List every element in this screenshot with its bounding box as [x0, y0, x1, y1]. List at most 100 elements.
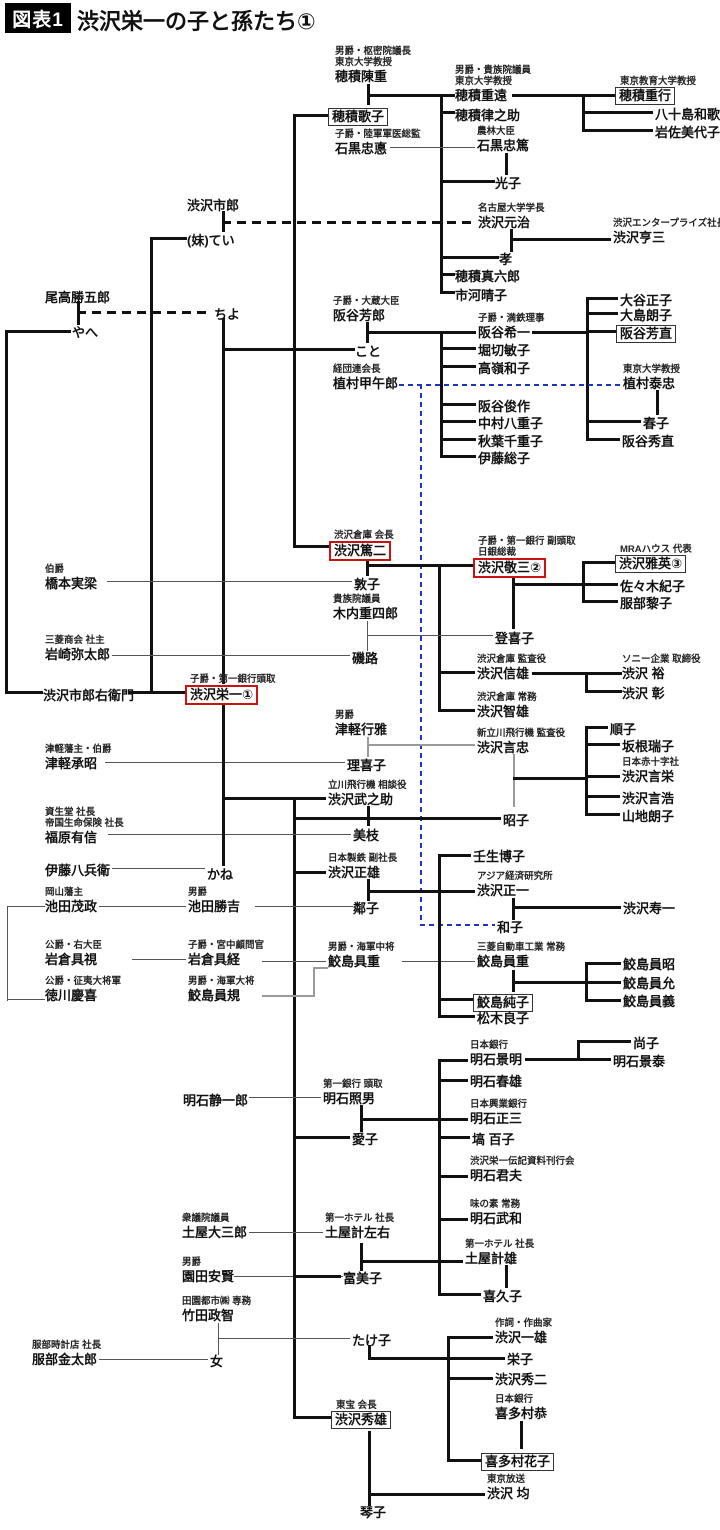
person-name: 渋沢秀雄 [331, 1411, 392, 1429]
person-node: 男爵・枢密院議長東京大学教授穂積陳重 [335, 46, 411, 86]
person-name: 大島朗子 [620, 308, 673, 323]
person-name: 阪谷俊作 [478, 399, 531, 414]
person-node: 服部時計店 社長服部金太郎 [32, 1340, 101, 1369]
person-name: 富美子 [343, 1271, 383, 1286]
person-node: 孝 [499, 251, 512, 269]
person-node: 松木良子 [477, 1010, 529, 1028]
family-line [367, 890, 475, 893]
person-node: ソニー企業 取締役渋沢 裕 [622, 654, 701, 683]
family-line [582, 583, 618, 586]
person-title: 津軽藩主・伯爵 [45, 744, 112, 755]
person-node: 喜多村花子 [481, 1453, 555, 1471]
person-name: 渋沢市郎右衛門 [43, 688, 135, 703]
person-title: 貴族院議員 [333, 594, 381, 605]
family-line [520, 1421, 523, 1449]
person-node: 渋沢秀二 [495, 1371, 547, 1389]
family-line [513, 754, 515, 807]
person-name: 渋沢敬三② [473, 558, 547, 578]
person-name: 伊藤総子 [478, 451, 531, 466]
person-title: MRAハウス 代表 [620, 544, 692, 555]
family-line [399, 384, 621, 386]
family-line [440, 94, 443, 294]
person-node: 第一ホテル 社長土屋計左右 [325, 1213, 394, 1242]
family-line [512, 898, 515, 920]
family-line [105, 762, 345, 763]
family-line [532, 331, 586, 334]
person-name: 明石景泰 [613, 1054, 666, 1069]
person-node: 衆議院議員土屋大三郎 [182, 1213, 247, 1242]
person-title: 三菱自動車工業 常務 [477, 942, 566, 953]
person-node: 男爵・海軍大将鮫島員規 [188, 976, 255, 1005]
person-title: 岡山藩主 [45, 887, 84, 898]
person-name: やへ [72, 325, 99, 340]
person-name: 渋沢正一 [477, 883, 530, 898]
person-title: 男爵・枢密院議長 [335, 46, 412, 57]
family-line [222, 701, 225, 866]
person-name: 鮫島員昭 [623, 957, 676, 972]
family-line [656, 390, 659, 415]
person-name: 土屋大三郎 [182, 1225, 248, 1240]
family-line [505, 1265, 508, 1288]
person-node: 伯爵橋本実梁 [45, 564, 97, 593]
person-node: 塙 百子 [472, 1131, 515, 1149]
person-node: 伊藤総子 [478, 450, 530, 468]
family-line [390, 147, 475, 148]
person-name: 木内重四郎 [333, 606, 399, 621]
person-title: 男爵 [188, 887, 208, 898]
person-node: 堀切敏子 [478, 342, 530, 360]
person-name: 美枝 [353, 828, 380, 843]
person-node: 渋沢市郎 [187, 197, 239, 215]
person-name: 明石景明 [470, 1052, 523, 1067]
person-name: 渋沢 裕 [622, 666, 665, 681]
person-node: 伊藤八兵衛 [45, 862, 110, 880]
person-name: 壬生博子 [473, 849, 526, 864]
person-title: 伯爵 [45, 564, 65, 575]
person-node: 日本赤十字社渋沢言栄 [622, 757, 679, 786]
person-node: 登喜子 [495, 630, 534, 648]
person-name: 池田勝吉 [188, 899, 241, 914]
person-name: 渋沢秀二 [495, 1372, 548, 1387]
family-line [420, 924, 495, 926]
family-line [505, 153, 508, 175]
family-line [366, 331, 476, 334]
family-line [585, 726, 608, 729]
family-line [582, 561, 585, 603]
person-node: アジア経済研究所渋沢正一 [477, 871, 553, 900]
person-title: 男爵 [182, 1257, 202, 1268]
person-name: 阪谷希一 [478, 325, 531, 340]
family-line [512, 583, 582, 586]
family-line [512, 94, 582, 97]
family-line [366, 564, 474, 567]
person-node: 渋沢言浩 [622, 790, 674, 808]
family-line [438, 671, 475, 674]
person-node: 琴子 [360, 1504, 386, 1522]
person-title: アジア経済研究所 [477, 871, 553, 882]
person-node: 高嶺和子 [478, 360, 530, 378]
person-node: 中村八重子 [478, 415, 543, 433]
family-line [5, 330, 71, 333]
person-name: 和子 [497, 920, 524, 935]
family-line [512, 574, 515, 629]
person-name: 栄子 [507, 1352, 534, 1367]
person-node: 立川飛行機 相談役渋沢武之助 [328, 780, 407, 809]
person-title: 第一ホテル 社長 [465, 1239, 535, 1250]
person-name: 秋葉千重子 [478, 434, 544, 449]
family-line [360, 1243, 363, 1271]
person-name: 園田安賢 [182, 1269, 235, 1284]
person-node: 貴族院議員木内重四郎 [333, 594, 398, 623]
person-node: 市河晴子 [455, 287, 507, 305]
family-line [440, 180, 495, 183]
person-node: 日本製鉄 副社長渋沢正雄 [328, 853, 397, 882]
family-line [5, 691, 43, 694]
person-name: 岩崎弥太郎 [45, 647, 111, 662]
family-line [582, 561, 616, 564]
family-line [293, 817, 501, 820]
family-line [368, 1493, 485, 1496]
person-node: 渋沢栄一伝記資料刊行会明石君夫 [470, 1156, 575, 1185]
person-node: 三菱商会 社主岩崎弥太郎 [45, 635, 110, 664]
person-title: 帝国生命保険 社長 [45, 818, 124, 829]
family-line [293, 114, 331, 117]
family-line [447, 1336, 493, 1339]
person-title: 日本銀行 [470, 1040, 509, 1051]
person-title: 渋沢栄一伝記資料刊行会 [470, 1156, 575, 1167]
